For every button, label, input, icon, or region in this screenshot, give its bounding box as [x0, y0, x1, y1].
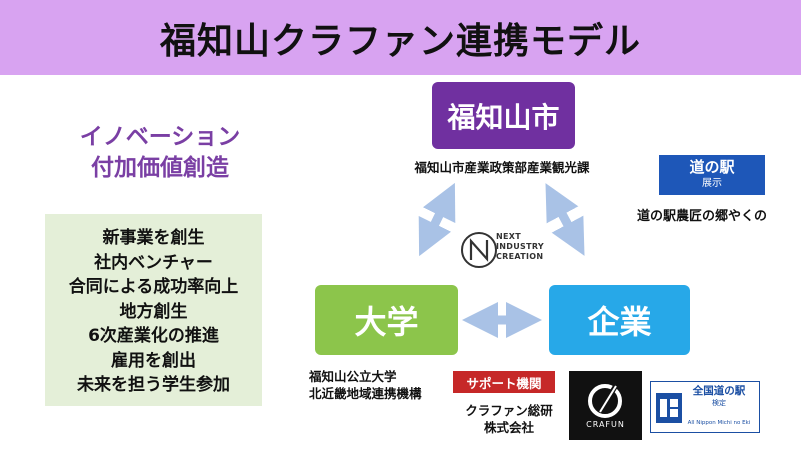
benefits-box: 新事業を創生 社内ベンチャー 合同による成功率向上 地方創生 6次産業化の推進 …: [45, 214, 262, 406]
support-org-line: クラファン総研: [465, 403, 553, 418]
benefit-item: 新事業を創生: [102, 228, 205, 248]
crafun-logo: [569, 371, 642, 440]
innovation-line-1: イノベーション: [79, 124, 241, 150]
city-sublabel: 福知山市産業政策部産業観光課: [414, 160, 590, 175]
arrow-city-university: [418, 182, 456, 257]
benefit-item: 未来を担う学生参加: [77, 375, 230, 395]
header-bar: [0, 0, 801, 75]
benefit-item: 社内ベンチャー: [94, 252, 213, 273]
support-badge: サポート機関: [453, 371, 555, 393]
nic-line: NEXT: [496, 232, 521, 241]
michinoeki-caption: 道の駅農匠の郷やくの: [636, 209, 767, 224]
nic-line: INDUSTRY: [496, 242, 544, 251]
crafun-mark-icon: [588, 384, 622, 418]
nic-line: CREATION: [496, 252, 544, 261]
innovation-line-2: 付加価値創造: [91, 155, 229, 181]
michinoeki-title: 道の駅: [689, 158, 735, 176]
michinoeki-sub: 展示: [702, 178, 722, 189]
michinoeki-building-icon: [656, 393, 682, 423]
arrow-city-company: [545, 183, 585, 256]
zenkoku-english: All Nippon Michi no Eki: [687, 420, 751, 426]
zenkoku-title: 全国道の駅: [692, 385, 746, 397]
university-sublabel-line: 福知山公立大学: [309, 369, 397, 384]
benefit-item: 合同による成功率向上: [68, 277, 239, 297]
michinoeki-badge: 道の駅 展示: [659, 155, 765, 195]
company-node: 企業: [549, 285, 690, 355]
support-org-line: 株式会社: [483, 420, 534, 435]
support-org: クラファン総研 株式会社: [448, 402, 570, 436]
next-industry-creation-logo: [461, 232, 497, 268]
page-title: 福知山クラファン連携モデル: [159, 20, 641, 62]
zenkoku-michinoeki-logo: [650, 381, 760, 433]
benefit-item: 地方創生: [119, 301, 188, 322]
benefit-item: 雇用を創出: [111, 350, 196, 371]
crafun-logo-text: CRAFUN: [586, 420, 625, 429]
next-industry-creation-text: NEXT INDUSTRY CREATION: [496, 232, 544, 262]
university-node: 大学: [315, 285, 458, 355]
zenkoku-sub: 検定: [712, 399, 726, 407]
benefits-list: 新事業を創生 社内ベンチャー 合同による成功率向上 地方創生 6次産業化の推進 …: [45, 214, 262, 398]
city-node: 福知山市: [432, 82, 575, 149]
university-sublabel-line: 北近畿地域連携機構: [309, 386, 422, 401]
innovation-heading: イノベーション 付加価値創造: [40, 122, 280, 184]
benefit-item: 6次産業化の推進: [88, 326, 219, 346]
university-sublabel: 福知山公立大学 北近畿地域連携機構: [309, 368, 449, 402]
